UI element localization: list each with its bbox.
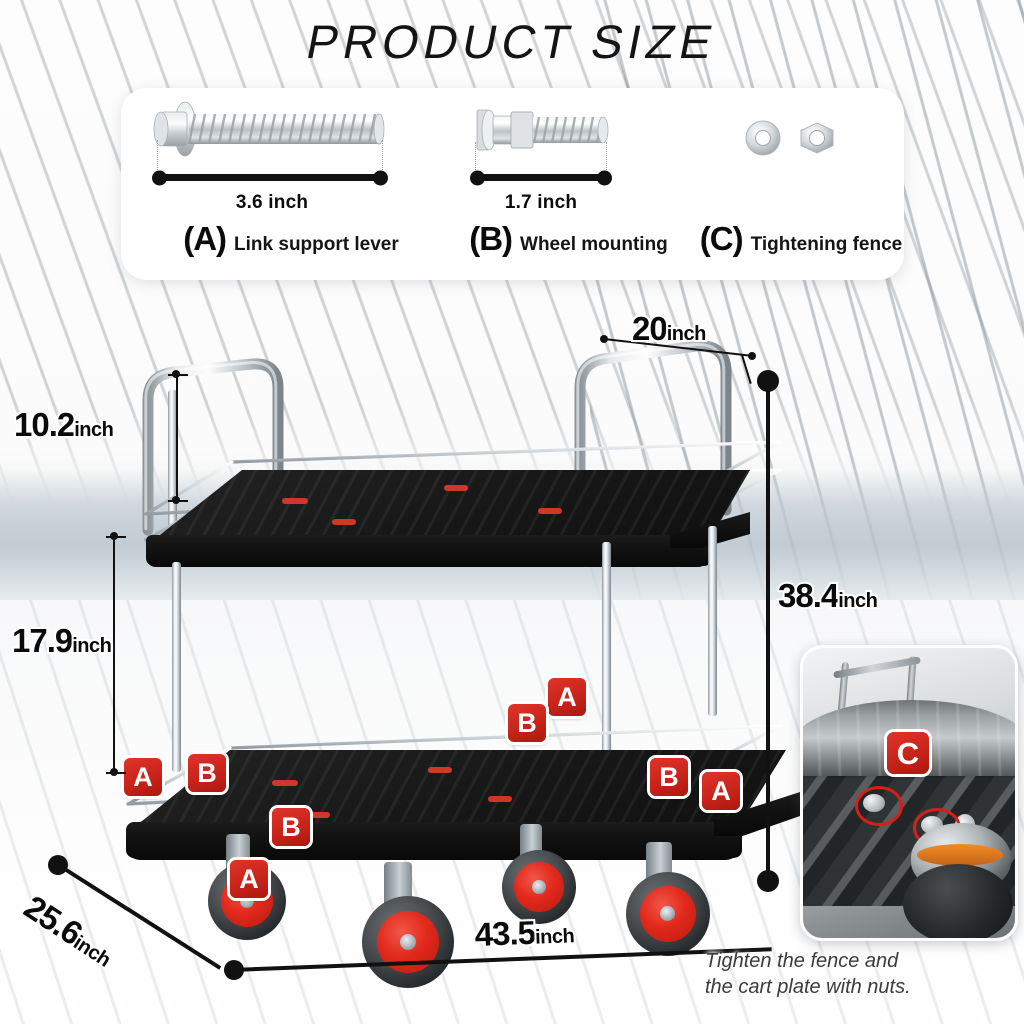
extension-line-right — [382, 140, 383, 176]
dimension-bar-b — [475, 174, 607, 181]
closeup-inset-scene: C — [803, 648, 1015, 938]
part-measure-a: 3.6 inch — [235, 192, 309, 213]
deck-marker — [332, 519, 356, 525]
dimline-handle-height — [176, 374, 178, 502]
extension-line-left — [475, 142, 476, 176]
dim-value: 38.4 — [776, 575, 841, 616]
deck-marker — [488, 796, 512, 802]
cart-post-upper-left-rear — [168, 390, 177, 540]
highlight-circle-left — [855, 786, 903, 826]
cart-handle-left — [142, 358, 284, 536]
closeup-inset-photo: C — [800, 645, 1018, 941]
cart-post-mid-left — [172, 562, 181, 772]
part-desc-a: Link support lever — [234, 234, 399, 255]
parts-card: 3.6 inch (A) Link support lever — [121, 88, 904, 280]
part-item-b: 1.7 inch (B) Wheel mounting — [461, 88, 676, 280]
dimension-label-handle-height: 10.2inch — [12, 404, 116, 445]
inset-caption-line2: the cart plate with nuts. — [705, 976, 911, 998]
dim-value: 17.9 — [10, 620, 75, 661]
deck-marker — [272, 780, 298, 786]
dim-unit: inch — [533, 923, 577, 950]
dimension-label-total-height: 38.4inch — [776, 575, 880, 616]
part-letter-c: (C) — [699, 220, 744, 257]
flat-head-bolt-icon — [141, 96, 441, 164]
dimline-dot — [757, 870, 779, 892]
dimline-dot — [757, 370, 779, 392]
inset-caster-ring — [917, 844, 1003, 866]
badge-b-rear-mid: B — [508, 704, 546, 742]
page-title: PRODUCT SIZE — [302, 15, 722, 68]
dimline-dot — [600, 335, 608, 343]
part-measure-b: 1.7 inch — [504, 192, 578, 213]
deck-marker — [306, 812, 330, 818]
part-caption-a: (A) Link support lever — [141, 220, 441, 258]
dimension-label-shelf-height: 17.9inch — [10, 620, 114, 661]
dim-unit: inch — [836, 588, 880, 614]
dimline-dot — [110, 532, 118, 540]
dim-value: 10.2 — [12, 404, 77, 445]
dimension-label-depth-top: 20inch — [630, 308, 709, 349]
badge-b-front-right: B — [650, 758, 688, 796]
dimline-dot — [48, 855, 68, 875]
cart-post-mid-rear-right — [708, 526, 717, 716]
dim-value: 20 — [630, 308, 670, 349]
badge-a-wheel-left: A — [230, 860, 268, 898]
extension-line-right — [606, 142, 607, 176]
cart-deck-top-body — [146, 535, 708, 567]
badge-b-front-left: B — [188, 754, 226, 792]
hex-shoulder-bolt-icon — [461, 96, 676, 164]
cart-handle-right — [574, 340, 732, 526]
dim-unit: inch — [72, 417, 116, 443]
cart-deck-top-surface — [146, 470, 750, 546]
part-letter-b: (B) — [469, 220, 513, 257]
part-item-c: (C) Tightening fence — [699, 88, 903, 280]
extension-line-left — [157, 140, 158, 176]
inset-caption-line1: Tighten the fence and — [705, 950, 899, 972]
dimline-dot — [172, 370, 180, 378]
part-item-a: 3.6 inch (A) Link support lever — [141, 88, 441, 280]
dimline-dot — [110, 768, 118, 776]
inset-caption: Tighten the fence and the cart plate wit… — [705, 948, 1017, 1000]
part-caption-b: (B) Wheel mounting — [461, 220, 676, 258]
dimline-total-height — [766, 382, 770, 882]
deck-marker — [538, 508, 562, 514]
part-desc-c: Tightening fence — [750, 234, 903, 255]
dim-unit: inch — [665, 321, 709, 347]
dim-unit: inch — [70, 633, 114, 659]
deck-marker — [444, 485, 468, 491]
dimline-dot — [748, 352, 756, 360]
badge-b-front-mid: B — [272, 808, 310, 846]
deck-marker — [282, 498, 308, 504]
deck-marker — [428, 767, 452, 773]
dimline-dot — [224, 960, 244, 980]
badge-c-inset: C — [887, 732, 929, 774]
part-caption-c: (C) Tightening fence — [699, 220, 903, 258]
part-letter-a: (A) — [183, 220, 227, 257]
badge-a-rear-mid: A — [548, 678, 586, 716]
washer-and-nut-icon — [701, 110, 901, 178]
dimension-bar-a — [157, 174, 383, 181]
part-desc-b: Wheel mounting — [520, 234, 668, 255]
dimline-dot — [172, 496, 180, 504]
cart-post-mid-right — [602, 542, 611, 756]
badge-a-front-right: A — [702, 772, 740, 810]
dimension-label-length-base: 43.5inch — [472, 912, 577, 955]
cart-illustration: A B B A A B B A — [110, 330, 810, 988]
dimline-shelf-height — [113, 536, 115, 774]
inset-caster-tyre — [903, 864, 1013, 938]
dim-value: 43.5 — [472, 912, 538, 955]
badge-a-front-left: A — [124, 758, 162, 796]
